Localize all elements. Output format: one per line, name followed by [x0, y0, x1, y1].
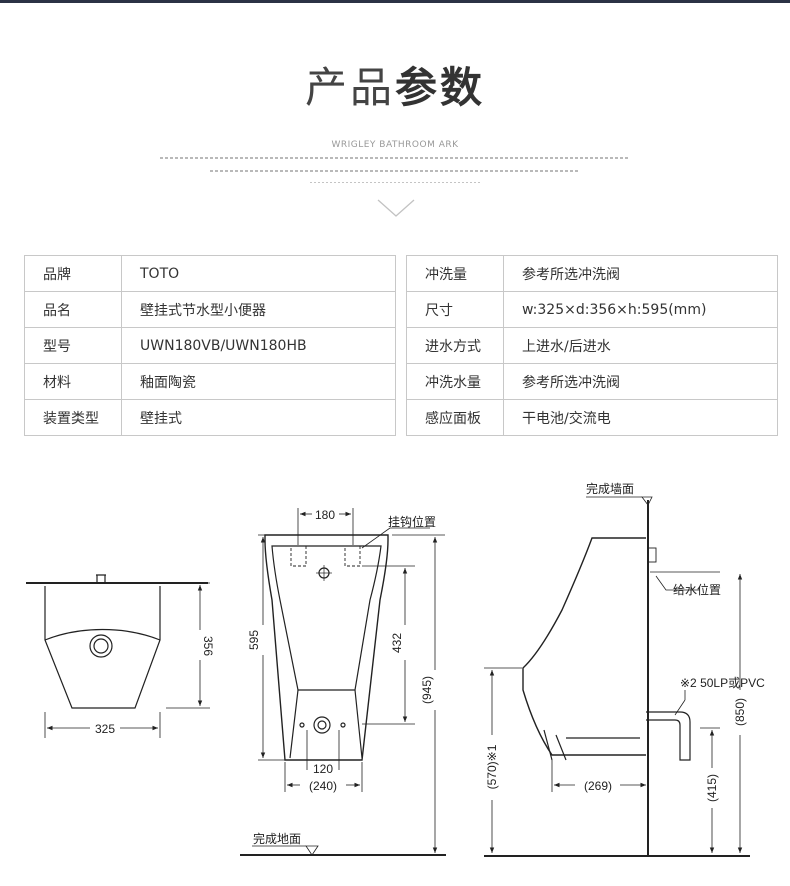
wall-label: 完成墙面: [586, 481, 634, 496]
top-accent-bar: [0, 0, 790, 3]
rim-height-label: (570)※1: [485, 744, 499, 789]
decorative-fine-text-line: [210, 170, 580, 172]
page-title-bold: 参数: [395, 63, 486, 112]
pipe-note-label: ※2 50LP或PVC: [680, 676, 765, 690]
decorative-fine-text-line: [310, 182, 480, 183]
spec-value: 参考所选冲洗阀: [503, 255, 778, 292]
table-row: 冲洗量参考所选冲洗阀: [406, 255, 778, 292]
table-row: 装置类型壁挂式: [24, 399, 396, 436]
floor-label: 完成地面: [253, 831, 301, 846]
supply-height-label: (850): [733, 698, 747, 726]
page-title: 产品参数: [0, 54, 790, 115]
front-inner-height-label: 432: [390, 633, 404, 653]
spec-key: 品牌: [24, 255, 122, 292]
spec-key: 感应面板: [406, 399, 504, 436]
spec-value: 参考所选冲洗阀: [503, 363, 778, 400]
side-view: [484, 496, 750, 857]
front-height-label: 595: [247, 630, 261, 650]
hook-position-label: 挂钩位置: [388, 514, 436, 529]
spec-value: w:325×d:356×h:595(mm): [503, 291, 778, 328]
spec-value: 上进水/后进水: [503, 327, 778, 364]
table-row: 材料釉面陶瓷: [24, 363, 396, 400]
spec-value: UWN180VB/UWN180HB: [121, 327, 396, 364]
front-view: [240, 508, 446, 856]
spec-value: 壁挂式: [121, 399, 396, 436]
spec-key: 型号: [24, 327, 122, 364]
spec-key: 进水方式: [406, 327, 504, 364]
table-row: 冲洗水量参考所选冲洗阀: [406, 363, 778, 400]
spec-value: TOTO: [121, 255, 396, 292]
page-title-light: 产品: [304, 63, 395, 112]
spec-key: 尺寸: [406, 291, 504, 328]
table-row: 感应面板干电池/交流电: [406, 399, 778, 436]
top-depth-label: 356: [201, 636, 215, 656]
decorative-fine-text-line: [160, 157, 630, 159]
technical-drawing: 325 356: [26, 481, 765, 857]
top-view: [26, 574, 210, 738]
front-bottom-inner-label: 120: [313, 762, 333, 776]
chevron-down-icon: [377, 199, 415, 217]
spec-key: 材料: [24, 363, 122, 400]
front-total-height-label: (945): [420, 676, 434, 704]
spec-key: 冲洗水量: [406, 363, 504, 400]
spec-value: 壁挂式节水型小便器: [121, 291, 396, 328]
drain-height-label: (415): [705, 774, 719, 802]
supply-position-label: 给水位置: [673, 582, 721, 597]
table-row: 进水方式上进水/后进水: [406, 327, 778, 364]
front-bottom-outer-label: (240): [309, 779, 337, 793]
spec-value: 釉面陶瓷: [121, 363, 396, 400]
table-row: 品名壁挂式节水型小便器: [24, 291, 396, 328]
spec-key: 品名: [24, 291, 122, 328]
spec-value: 干电池/交流电: [503, 399, 778, 436]
spec-key: 冲洗量: [406, 255, 504, 292]
front-top-span-label: 180: [315, 508, 335, 522]
page-subtitle: WRIGLEY BATHROOM ARK: [331, 140, 459, 150]
projection-label: (269): [584, 779, 612, 793]
spec-key: 装置类型: [24, 399, 122, 436]
top-width-label: 325: [95, 722, 115, 736]
